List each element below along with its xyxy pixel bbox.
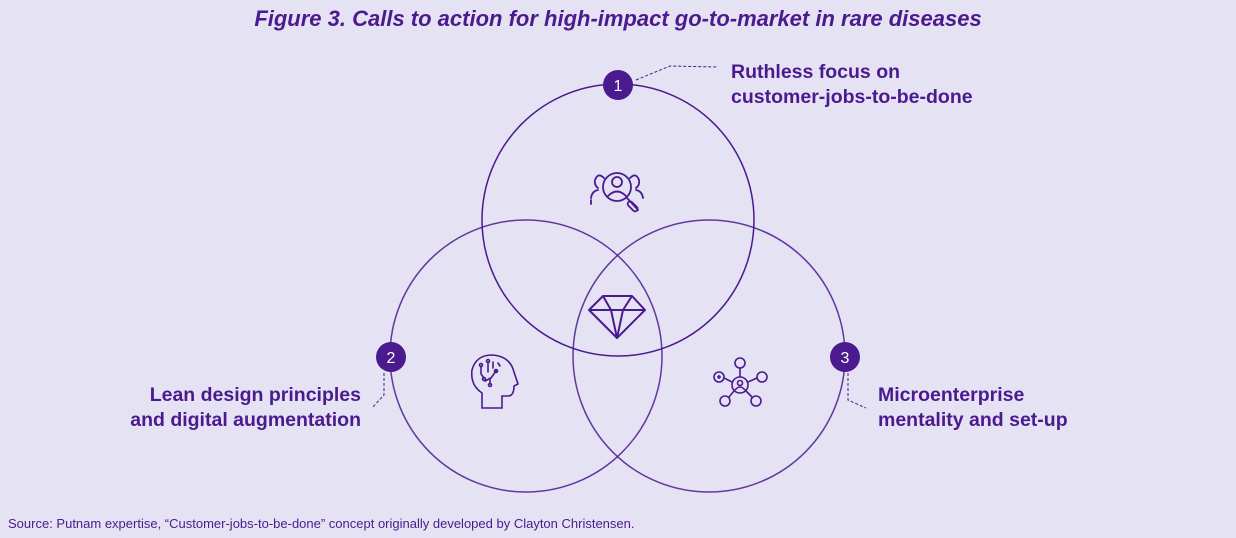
leader-line-3 (847, 373, 867, 409)
badge-3: 3 (830, 342, 860, 372)
label-2-line-1: Lean design principles (149, 384, 361, 406)
label-3: Microenterprise mentality and set-up (878, 383, 1068, 433)
source-note: Source: Putnam expertise, “Customer-jobs… (8, 516, 635, 531)
customer-search-icon (590, 172, 644, 213)
diamond-icon (588, 295, 646, 339)
badge-2: 2 (376, 342, 406, 372)
badge-1: 1 (603, 70, 633, 100)
leader-line-2 (371, 373, 385, 409)
digital-brain-icon (470, 354, 519, 409)
figure-title: Figure 3. Calls to action for high-impac… (254, 6, 982, 31)
leader-line-1 (635, 65, 719, 81)
badge-number-1: 1 (614, 78, 623, 95)
label-1: Ruthless focus on customer-jobs-to-be-do… (731, 60, 973, 110)
label-1-line-1: Ruthless focus on (731, 61, 901, 83)
label-2-line-2: and digital augmentation (130, 409, 361, 431)
badge-number-2: 2 (387, 350, 396, 367)
label-3-line-2: mentality and set-up (878, 409, 1068, 431)
label-2: Lean design principles and digital augme… (60, 383, 361, 433)
label-1-line-2: customer-jobs-to-be-done (731, 86, 973, 108)
network-hub-icon (713, 357, 768, 407)
label-3-line-1: Microenterprise (878, 384, 1025, 406)
badge-number-3: 3 (841, 350, 850, 367)
